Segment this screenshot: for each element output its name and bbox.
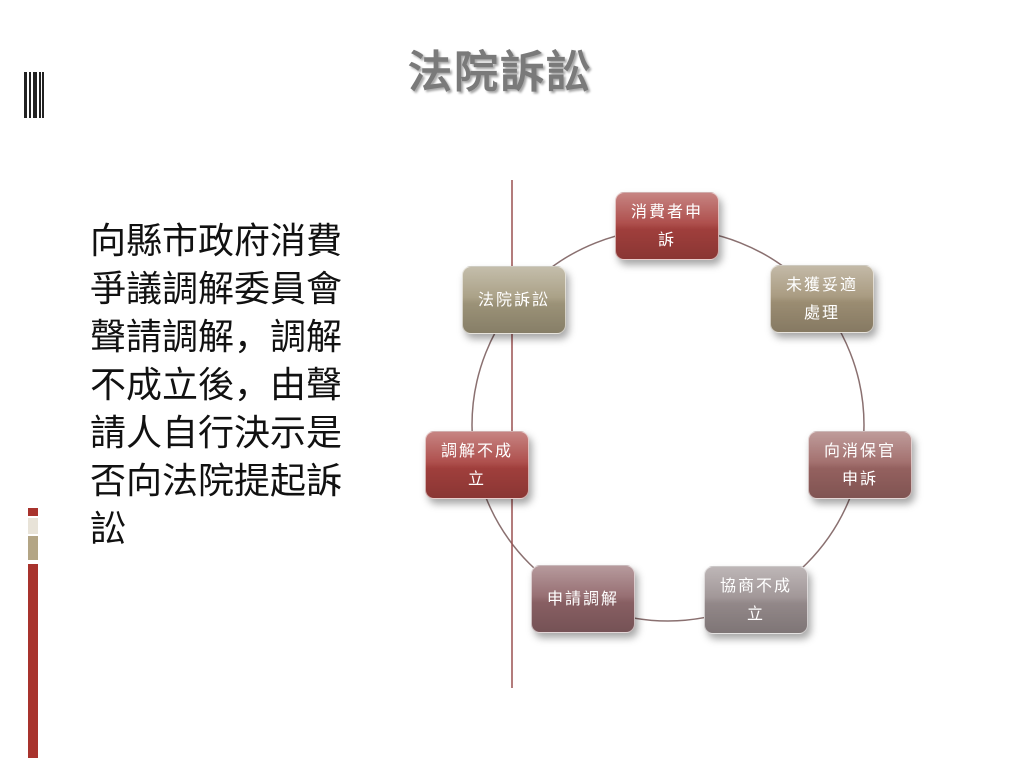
logo-mark-icon <box>24 72 44 118</box>
body-text: 向縣市政府消費爭議調解委員會聲請調解，調解不成立後，由聲請人自行決示是否向法院提… <box>90 221 343 550</box>
cycle-node-apply-mediation: 申請調解 <box>531 565 635 633</box>
slide-title: 法院訴訟 <box>408 47 592 98</box>
side-accent-bars <box>28 508 38 758</box>
cycle-node-consumer-officer: 向消保官申訴 <box>808 431 912 499</box>
cycle-node-not-handled: 未獲妥適處理 <box>770 265 874 333</box>
cycle-node-mediation-failed: 調解不成立 <box>425 431 529 499</box>
cycle-node-negotiation-failed: 協商不成立 <box>704 566 808 634</box>
cycle-node-consumer-complaint: 消費者申訴 <box>615 192 719 260</box>
cycle-node-court-litigation: 法院訴訟 <box>462 266 566 334</box>
